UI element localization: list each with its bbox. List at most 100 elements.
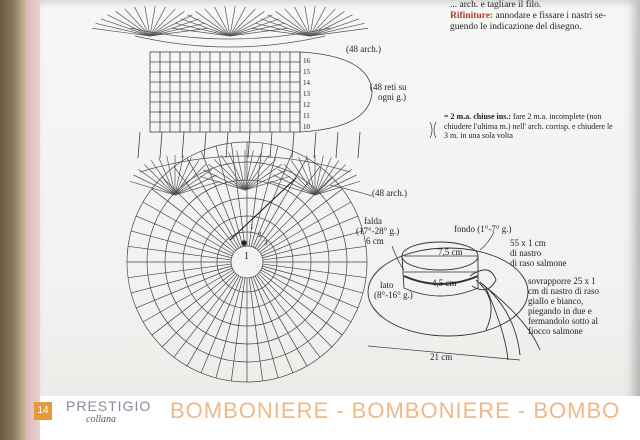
radial-stitch bbox=[252, 276, 294, 373]
fan-stroke bbox=[214, 6, 231, 37]
page-footer bbox=[40, 396, 640, 440]
fan-stroke bbox=[244, 159, 277, 191]
page-number: 14 bbox=[34, 402, 52, 420]
fan-stroke bbox=[290, 160, 316, 196]
radial-stitch bbox=[136, 215, 233, 257]
overlap-note: giallo e bianco, bbox=[528, 296, 584, 306]
radial-stitch bbox=[259, 271, 343, 336]
radial-stitch bbox=[136, 267, 233, 309]
radial-stitch bbox=[173, 166, 238, 250]
fan-stroke bbox=[149, 6, 156, 37]
start-arrow bbox=[229, 177, 297, 241]
chain-line bbox=[203, 131, 207, 159]
fan-stroke bbox=[144, 6, 151, 37]
radial-stitch bbox=[230, 142, 246, 247]
fan-stroke bbox=[133, 174, 176, 196]
radial-stitch bbox=[186, 275, 240, 367]
fan-stroke bbox=[229, 27, 289, 37]
overlap-note: sovrapporre 25 x 1 bbox=[528, 276, 596, 286]
fan-stroke bbox=[174, 157, 192, 196]
fan-stroke bbox=[174, 169, 212, 196]
radial-stitch bbox=[256, 274, 321, 358]
fan-stroke bbox=[267, 14, 311, 37]
radial-stitch bbox=[200, 276, 242, 373]
brand-subtitle: collana bbox=[86, 414, 116, 425]
radial-stitch bbox=[130, 230, 232, 259]
radial-stitch bbox=[173, 274, 238, 358]
fan-stroke bbox=[306, 155, 316, 196]
fan-stroke bbox=[251, 27, 311, 37]
dimension-marks bbox=[367, 121, 521, 361]
arch-bottom-label: (48 arch.) bbox=[372, 188, 407, 198]
fan-stroke bbox=[180, 18, 231, 37]
radial-stitch bbox=[250, 145, 279, 247]
fan-stroke bbox=[213, 159, 246, 191]
fan-stroke bbox=[244, 164, 282, 191]
fan-stroke bbox=[314, 169, 352, 196]
radial-stitch bbox=[259, 188, 343, 253]
legend-symbol bbox=[429, 121, 437, 139]
legend-title: = 2 m.a. chiuse ins.: bbox=[444, 112, 512, 121]
fan-stroke bbox=[204, 8, 231, 37]
fan-stroke bbox=[149, 27, 209, 37]
fan-stroke bbox=[284, 8, 311, 37]
fan-stroke bbox=[283, 164, 316, 196]
fan-stroke bbox=[220, 155, 246, 191]
brand-title: PRESTIGIO bbox=[66, 398, 152, 414]
row-number: 16 bbox=[303, 57, 310, 65]
fan-stroke bbox=[149, 8, 176, 37]
radial-stitch bbox=[215, 277, 244, 379]
fan-stroke bbox=[138, 169, 176, 196]
radial-stitch bbox=[260, 269, 352, 323]
rows-label-1: (48 reti su bbox=[370, 82, 407, 92]
fan-stroke bbox=[175, 22, 231, 37]
crown-circle bbox=[126, 141, 368, 383]
fan-stroke bbox=[229, 11, 265, 37]
chain-line bbox=[137, 131, 141, 159]
radial-stitch bbox=[130, 265, 232, 294]
dim-7-5: 7,5 cm bbox=[438, 247, 463, 257]
fan-stroke bbox=[229, 14, 273, 37]
label-arrow bbox=[329, 184, 373, 197]
falda-size: 6 cm bbox=[366, 236, 384, 246]
ribbon-tails bbox=[475, 279, 541, 361]
radial-stitch bbox=[254, 157, 308, 249]
fan-stroke bbox=[174, 160, 200, 196]
chain-line bbox=[181, 131, 185, 159]
fan-stroke bbox=[229, 8, 256, 37]
row-number: 10 bbox=[303, 123, 310, 131]
fan-stroke bbox=[236, 150, 246, 191]
fan-stroke bbox=[229, 6, 236, 37]
radial-stitch bbox=[215, 145, 244, 247]
fan-stroke bbox=[244, 152, 262, 191]
row-number: 13 bbox=[303, 90, 310, 98]
fan-stroke bbox=[208, 164, 246, 191]
fan-stroke bbox=[314, 160, 340, 196]
row-number: 15 bbox=[303, 68, 310, 76]
fan-stroke bbox=[314, 155, 324, 196]
radial-stitch bbox=[127, 263, 232, 279]
lower-fans bbox=[129, 150, 373, 197]
fan-stroke bbox=[100, 18, 151, 37]
radial-stitch bbox=[230, 277, 246, 382]
fan-stroke bbox=[278, 169, 316, 196]
center-number: 1 bbox=[244, 251, 249, 262]
chain-line bbox=[225, 131, 229, 159]
dim-21: 21 cm bbox=[430, 352, 453, 362]
falda-label: falda bbox=[364, 216, 382, 226]
fan-stroke bbox=[294, 6, 311, 37]
fan-stroke bbox=[229, 6, 246, 37]
fan-stroke bbox=[244, 169, 287, 191]
stitch-legend: = 2 m.a. chiuse ins.: fare 2 m.a. incomp… bbox=[444, 112, 614, 141]
radial-stitch bbox=[258, 176, 333, 251]
fan-stroke bbox=[107, 14, 151, 37]
fondo-arrow bbox=[479, 231, 495, 251]
lato-label: lato bbox=[380, 280, 394, 290]
chain-line bbox=[335, 131, 339, 159]
instruction-line: ... arch. e tagliare il filo. bbox=[450, 0, 542, 10]
fan-stroke bbox=[314, 157, 332, 196]
fan-stroke bbox=[309, 22, 365, 37]
radial-stitch bbox=[248, 142, 264, 247]
magazine-page bbox=[40, 0, 640, 440]
fan-stroke bbox=[309, 14, 353, 37]
